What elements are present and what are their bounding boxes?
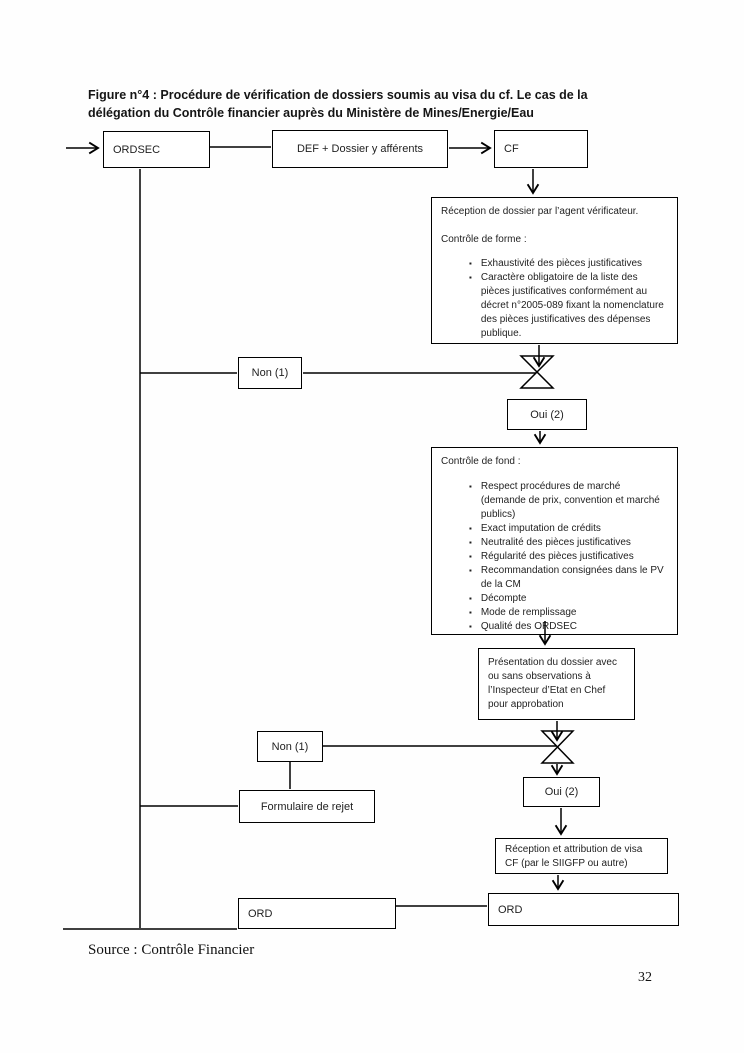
- oui-2-label: Oui (2): [544, 786, 579, 798]
- cf-label: CF: [504, 143, 519, 155]
- controle-forme-heading: Contrôle de forme :: [441, 234, 527, 245]
- list-item: ▪ Décompte: [469, 592, 668, 606]
- ordsec-label: ORDSEC: [113, 143, 161, 156]
- square-bullet-icon: ▪: [469, 273, 472, 282]
- list-item: ▪ Exhaustivité des pièces justificatives: [469, 257, 668, 271]
- non-1-label: Non (1): [251, 367, 289, 379]
- oui-1-label: Oui (2): [530, 408, 564, 421]
- flow-box-non-1: Non (1): [238, 357, 302, 389]
- square-bullet-icon: ▪: [469, 552, 472, 561]
- list-item: ▪ Exact imputation de crédits: [469, 522, 668, 536]
- flow-box-ord-left: ORD: [238, 898, 396, 929]
- reception-intro-text: Réception de dossier par l’agent vérific…: [441, 206, 639, 217]
- flow-box-presentation: Présentation du dossier avec ou sans obs…: [478, 648, 635, 720]
- controle-forme-bullet-list: ▪ Exhaustivité des pièces justificatives…: [441, 257, 668, 341]
- list-item: ▪ Recommandation consignées dans le PV de…: [469, 564, 668, 592]
- flow-box-ordsec: ORDSEC: [103, 131, 210, 168]
- bullet-text: Neutralité des pièces justificatives: [480, 537, 631, 548]
- square-bullet-icon: ▪: [469, 594, 472, 603]
- controle-fond-heading: Contrôle de fond :: [441, 456, 521, 467]
- decision-junction-icon-1: [519, 355, 555, 389]
- bullet-text: Régularité des pièces justificatives: [480, 551, 634, 562]
- bullet-text: Qualité des ORDSEC: [480, 621, 577, 632]
- controle-fond-bullet-list: ▪ Respect procédures de marché (demande d…: [441, 480, 668, 634]
- square-bullet-icon: ▪: [469, 259, 472, 268]
- flow-box-oui-2: Oui (2): [523, 777, 600, 807]
- bullet-text: Respect procédures de marché (demande de…: [480, 481, 660, 520]
- list-item: ▪ Mode de remplissage: [469, 606, 668, 620]
- bullet-text: Mode de remplissage: [480, 607, 577, 618]
- square-bullet-icon: ▪: [469, 622, 472, 631]
- ord-left-label: ORD: [248, 907, 273, 920]
- list-item: ▪ Régularité des pièces justificatives: [469, 550, 668, 564]
- def-dossier-label: DEF + Dossier y afférents: [296, 143, 424, 155]
- formulaire-rejet-label: Formulaire de rejet: [260, 800, 354, 813]
- page-number: 32: [638, 970, 652, 985]
- list-item: ▪ Qualité des ORDSEC: [469, 620, 668, 634]
- flow-box-controle-fond: Contrôle de fond : ▪ Respect procédures d…: [431, 447, 678, 635]
- list-item: ▪ Respect procédures de marché (demande d…: [469, 480, 668, 522]
- flow-box-cf: CF: [494, 130, 588, 168]
- flow-box-visa: Réception et attribution de visa CF (par…: [495, 838, 668, 874]
- bullet-text: Exact imputation de crédits: [480, 523, 601, 534]
- square-bullet-icon: ▪: [469, 538, 472, 547]
- ord-right-label: ORD: [498, 903, 523, 916]
- bullet-text: Décompte: [480, 593, 527, 604]
- flow-box-formulaire-rejet: Formulaire de rejet: [239, 790, 375, 823]
- flow-box-non-2: Non (1): [257, 731, 323, 762]
- flow-box-oui-1: Oui (2): [507, 399, 587, 430]
- figure-source: Source : Contrôle Financier: [88, 942, 255, 958]
- square-bullet-icon: ▪: [469, 566, 472, 575]
- non-2-label: Non (1): [271, 740, 309, 753]
- flow-box-ord-right: ORD: [488, 893, 679, 926]
- square-bullet-icon: ▪: [469, 524, 472, 533]
- square-bullet-icon: ▪: [469, 482, 472, 491]
- list-item: ▪ Caractère obligatoire de la liste des …: [469, 271, 668, 341]
- figure-title: Figure n°4 : Procédure de vérification d…: [88, 88, 588, 120]
- bullet-text: Recommandation consignées dans le PV de …: [480, 565, 664, 590]
- bullet-text: Exhaustivité des pièces justificatives: [480, 258, 643, 269]
- flow-box-def-dossier: DEF + Dossier y afférents: [272, 130, 448, 168]
- decision-junction-icon-2: [540, 730, 575, 764]
- square-bullet-icon: ▪: [469, 608, 472, 617]
- list-item: ▪ Neutralité des pièces justificatives: [469, 536, 668, 550]
- flow-box-controle-forme: Réception de dossier par l’agent vérific…: [431, 197, 678, 344]
- bullet-text: Caractère obligatoire de la liste des pi…: [480, 272, 664, 339]
